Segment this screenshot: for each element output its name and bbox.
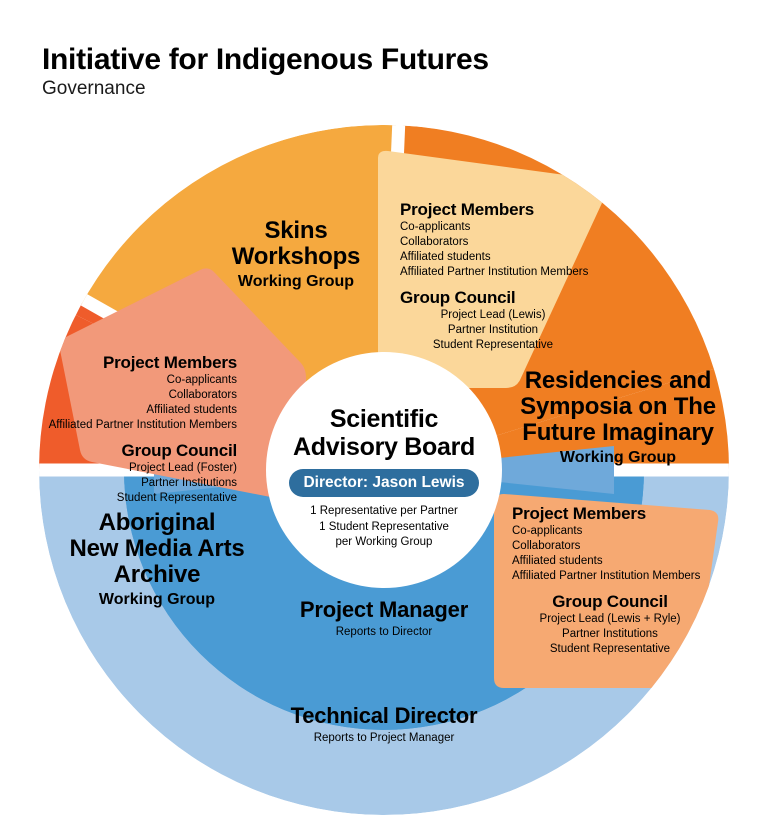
panel-skins-workshops [378, 150, 610, 388]
segment-subtitle: Working Group [98, 590, 216, 608]
list-item: Project Lead (Lewis + Ryle) [539, 612, 681, 625]
list-item: Affiliated Partner Institution Members [400, 266, 589, 279]
segment-subtitle: Working Group [237, 272, 355, 290]
list-item: Affiliated students [400, 250, 491, 263]
panel-council-list: Project Lead (Lewis) Partner Institution… [400, 308, 586, 354]
segment-title-line-2: Workshops [231, 242, 361, 270]
panel-council-list: Project Lead (Lewis + Ryle) Partner Inst… [512, 612, 708, 658]
list-item: 1 Student Representative [319, 520, 449, 533]
center-title-line-2: Advisory Board [293, 432, 475, 461]
list-item: Co-applicants [400, 220, 471, 233]
list-item: Collaborators [168, 388, 237, 401]
panel-members-heading: Project Members [512, 504, 646, 523]
segment-title-line-1: Skins [264, 217, 328, 244]
list-item: Collaborators [400, 235, 469, 248]
panel-members-heading: Project Members [400, 200, 534, 219]
panel-council-heading: Group Council [400, 288, 516, 308]
role-label-project-manager[interactable]: Project Manager Reports to Director [262, 597, 506, 640]
segment-title-line-2: Symposia on The [520, 392, 716, 420]
panel-members-list: Co-applicants Collaborators Affiliated s… [40, 373, 237, 434]
segment-subtitle: Working Group [559, 448, 677, 466]
segment-title-line-1: Aboriginal [98, 509, 216, 536]
panel-council-heading: Group Council [552, 592, 668, 612]
panel-council-heading: Group Council [121, 441, 238, 461]
panel-residencies-symposia [494, 494, 719, 688]
page-header: Initiative for Indigenous Futures Govern… [42, 44, 642, 99]
list-item: per Working Group [335, 536, 433, 549]
list-item: 1 Representative per Partner [310, 505, 458, 518]
role-title: Project Manager [299, 597, 469, 622]
list-item: Affiliated Partner Institution Members [48, 419, 237, 432]
page-subtitle: Governance [42, 77, 146, 99]
page-title: Initiative for Indigenous Futures [42, 43, 489, 76]
panel-text-residencies-symposia[interactable]: Project Members Co-applicants Collaborat… [512, 504, 728, 657]
role-title: Technical Director [290, 703, 478, 728]
segment-title-line-3: Archive [113, 560, 201, 588]
list-item: Affiliated students [512, 554, 603, 567]
list-item: Affiliated Partner Institution Members [512, 570, 701, 583]
panel-members-list: Co-applicants Collaborators Affiliated s… [512, 524, 728, 585]
role-label-technical-director[interactable]: Technical Director Reports to Project Ma… [252, 703, 516, 746]
status-badge[interactable]: Director: Jason Lewis [289, 469, 479, 498]
list-item: Student Representative [432, 339, 554, 352]
list-item: Partner Institution [447, 323, 539, 336]
segment-title-line-2: New Media Arts [69, 534, 245, 562]
panel-text-archive[interactable]: Project Members Co-applicants Collaborat… [40, 353, 238, 507]
role-subtitle: Reports to Director [335, 626, 433, 639]
director-badge-wrap: Director: Jason Lewis [272, 469, 496, 498]
panel-text-skins-workshops[interactable]: Project Members Co-applicants Collaborat… [400, 200, 620, 353]
segment-label-residencies-symposia[interactable]: Residencies and Symposia on The Future I… [500, 368, 736, 467]
list-item: Co-applicants [512, 524, 583, 537]
list-item: Project Lead (Foster) [128, 461, 237, 474]
list-item: Partner Institutions [141, 476, 237, 489]
segment-label-archive[interactable]: Aboriginal New Media Arts Archive Workin… [34, 510, 280, 609]
center-title-line-1: Scientific [329, 405, 439, 433]
panel-members-heading: Project Members [103, 353, 237, 372]
panel-archive [58, 268, 306, 503]
segment-title-line-3: Future Imaginary [522, 418, 714, 446]
panel-members-list: Co-applicants Collaborators Affiliated s… [400, 220, 620, 281]
list-item: Student Representative [549, 643, 671, 656]
center-notes: 1 Representative per Partner 1 Student R… [272, 504, 496, 551]
governance-wheel: Skins Workshops Working Group Residencie… [0, 118, 768, 830]
list-item: Partner Institutions [562, 627, 658, 640]
role-subtitle: Reports to Project Manager [313, 732, 455, 745]
segment-title-line-1: Residencies and [524, 367, 712, 394]
list-item: Collaborators [512, 539, 581, 552]
list-item: Project Lead (Lewis) [440, 308, 546, 321]
list-item: Student Representative [116, 492, 237, 505]
list-item: Affiliated students [146, 403, 237, 416]
list-item: Co-applicants [166, 373, 237, 386]
panel-council-list: Project Lead (Foster) Partner Institutio… [40, 461, 237, 507]
center-advisory-board[interactable]: Scientific Advisory Board Director: Jaso… [272, 405, 496, 551]
segment-label-skins-workshops[interactable]: Skins Workshops Working Group [196, 218, 396, 291]
